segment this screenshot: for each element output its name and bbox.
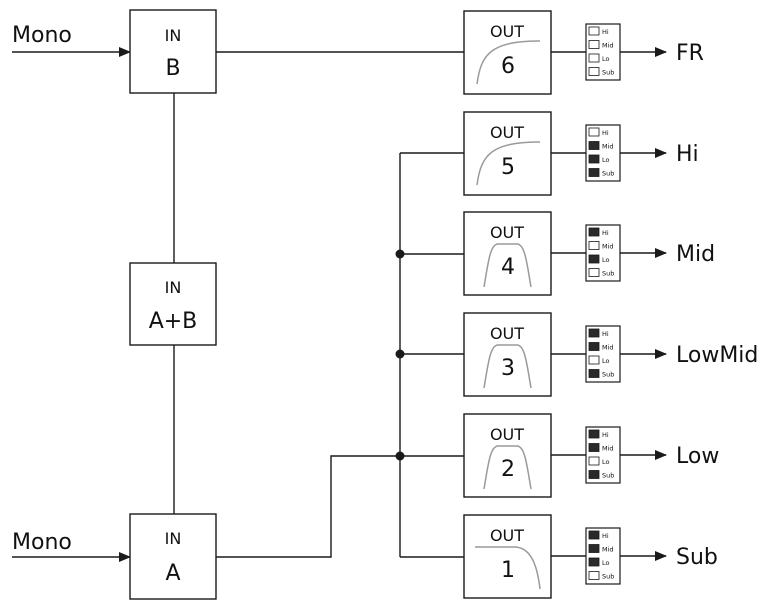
output-out-label: OUT [490,123,524,142]
switch-label: Hi [602,129,609,137]
input-ab-box [129,262,217,346]
output-box-6 [463,10,552,95]
output-number: 5 [501,155,515,180]
switch-label: Sub [602,69,614,77]
switch-hi-off [588,429,600,439]
destination-label: LowMid [676,343,758,368]
output-number: 1 [501,558,515,583]
switch-lo-on [588,355,600,365]
switch-label: Lo [602,458,610,466]
output-number: 2 [501,457,515,482]
output-out-label: OUT [490,526,524,545]
switch-label: Lo [602,559,610,567]
destination-label: Sub [676,545,718,570]
switch-label: Hi [602,330,609,338]
junction-dot [395,451,405,461]
switch-hi-off [588,227,600,237]
switch-hi-off [588,328,600,338]
switch-label: Sub [602,270,614,278]
switch-mid-on [588,241,600,250]
switch-label: Sub [602,170,614,178]
destination-label: Hi [676,142,699,167]
output-out-label: OUT [490,324,524,343]
input-a-box [129,513,217,600]
input-ab-name: A+B [149,309,198,334]
switch-sub-off [588,470,600,479]
filter-curve-highpass [476,40,541,85]
switch-label: Mid [602,546,614,554]
output-box-3 [463,312,552,397]
input-a-name: A [165,561,180,586]
switch-hi-on [588,26,600,36]
input-b-name: B [165,56,180,81]
switch-mid-off [588,544,600,553]
filter-curve-bandpass [483,344,532,389]
switch-label: Mid [602,445,614,453]
switch-lo-off [588,254,600,264]
input-ab-in-label: IN [165,278,182,297]
output-number: 4 [501,255,515,280]
switch-label: Hi [602,28,609,36]
switch-label: Hi [602,532,609,540]
switch-label: Sub [602,472,614,480]
switch-lo-on [588,53,600,63]
switch-label: Mid [602,344,614,352]
mono-b-label: Mono [12,23,72,48]
destination-label: Low [676,444,719,469]
filter-curve-lowpass [475,546,541,590]
switch-mid-off [588,141,600,150]
mono-a-label: Mono [12,530,72,555]
switch-label: Lo [602,156,610,164]
input-b-in-label: IN [165,26,182,45]
switch-sub-on [588,571,600,580]
output-box-4 [463,211,552,296]
switch-label: Hi [602,229,609,237]
output-number: 3 [501,356,515,381]
switch-mid-on [588,40,600,49]
input-b-box [129,9,217,94]
output-box-5 [463,111,552,196]
switch-hi-off [588,530,600,540]
switch-lo-off [588,154,600,164]
switch-lo-off [588,557,600,567]
junction-dot [395,349,405,359]
switch-label: Hi [602,431,609,439]
destination-label: FR [676,41,704,66]
filter-curve-bandpass [483,445,532,490]
switch-sub-off [588,369,600,378]
destination-label: Mid [676,242,715,267]
switch-sub-off [588,168,600,177]
switch-sub-on [588,67,600,76]
switch-label: Mid [602,243,614,251]
switch-hi-on [588,127,600,137]
filter-curve-bandpass [483,243,532,288]
switch-label: Mid [602,143,614,151]
switch-label: Lo [602,55,610,63]
switch-label: Lo [602,357,610,365]
input-a-in-label: IN [165,529,182,548]
switch-label: Sub [602,573,614,581]
output-number: 6 [501,54,515,79]
switch-sub-on [588,268,600,277]
filter-curve-highpass [476,141,541,186]
switch-label: Sub [602,371,614,379]
switch-label: Lo [602,256,610,264]
wire-a-to-bus [216,455,400,558]
switch-mid-off [588,443,600,452]
output-out-label: OUT [490,223,524,242]
switch-mid-off [588,342,600,351]
output-box-1 [463,514,552,599]
junction-dot [395,249,405,259]
output-out-label: OUT [490,425,524,444]
output-box-2 [463,413,552,498]
switch-label: Mid [602,42,614,50]
outputs-layer: OUT6HiMidLoSubFROUT5HiMidLoSubHiOUT4HiMi… [463,10,758,599]
output-out-label: OUT [490,22,524,41]
switch-lo-on [588,456,600,466]
